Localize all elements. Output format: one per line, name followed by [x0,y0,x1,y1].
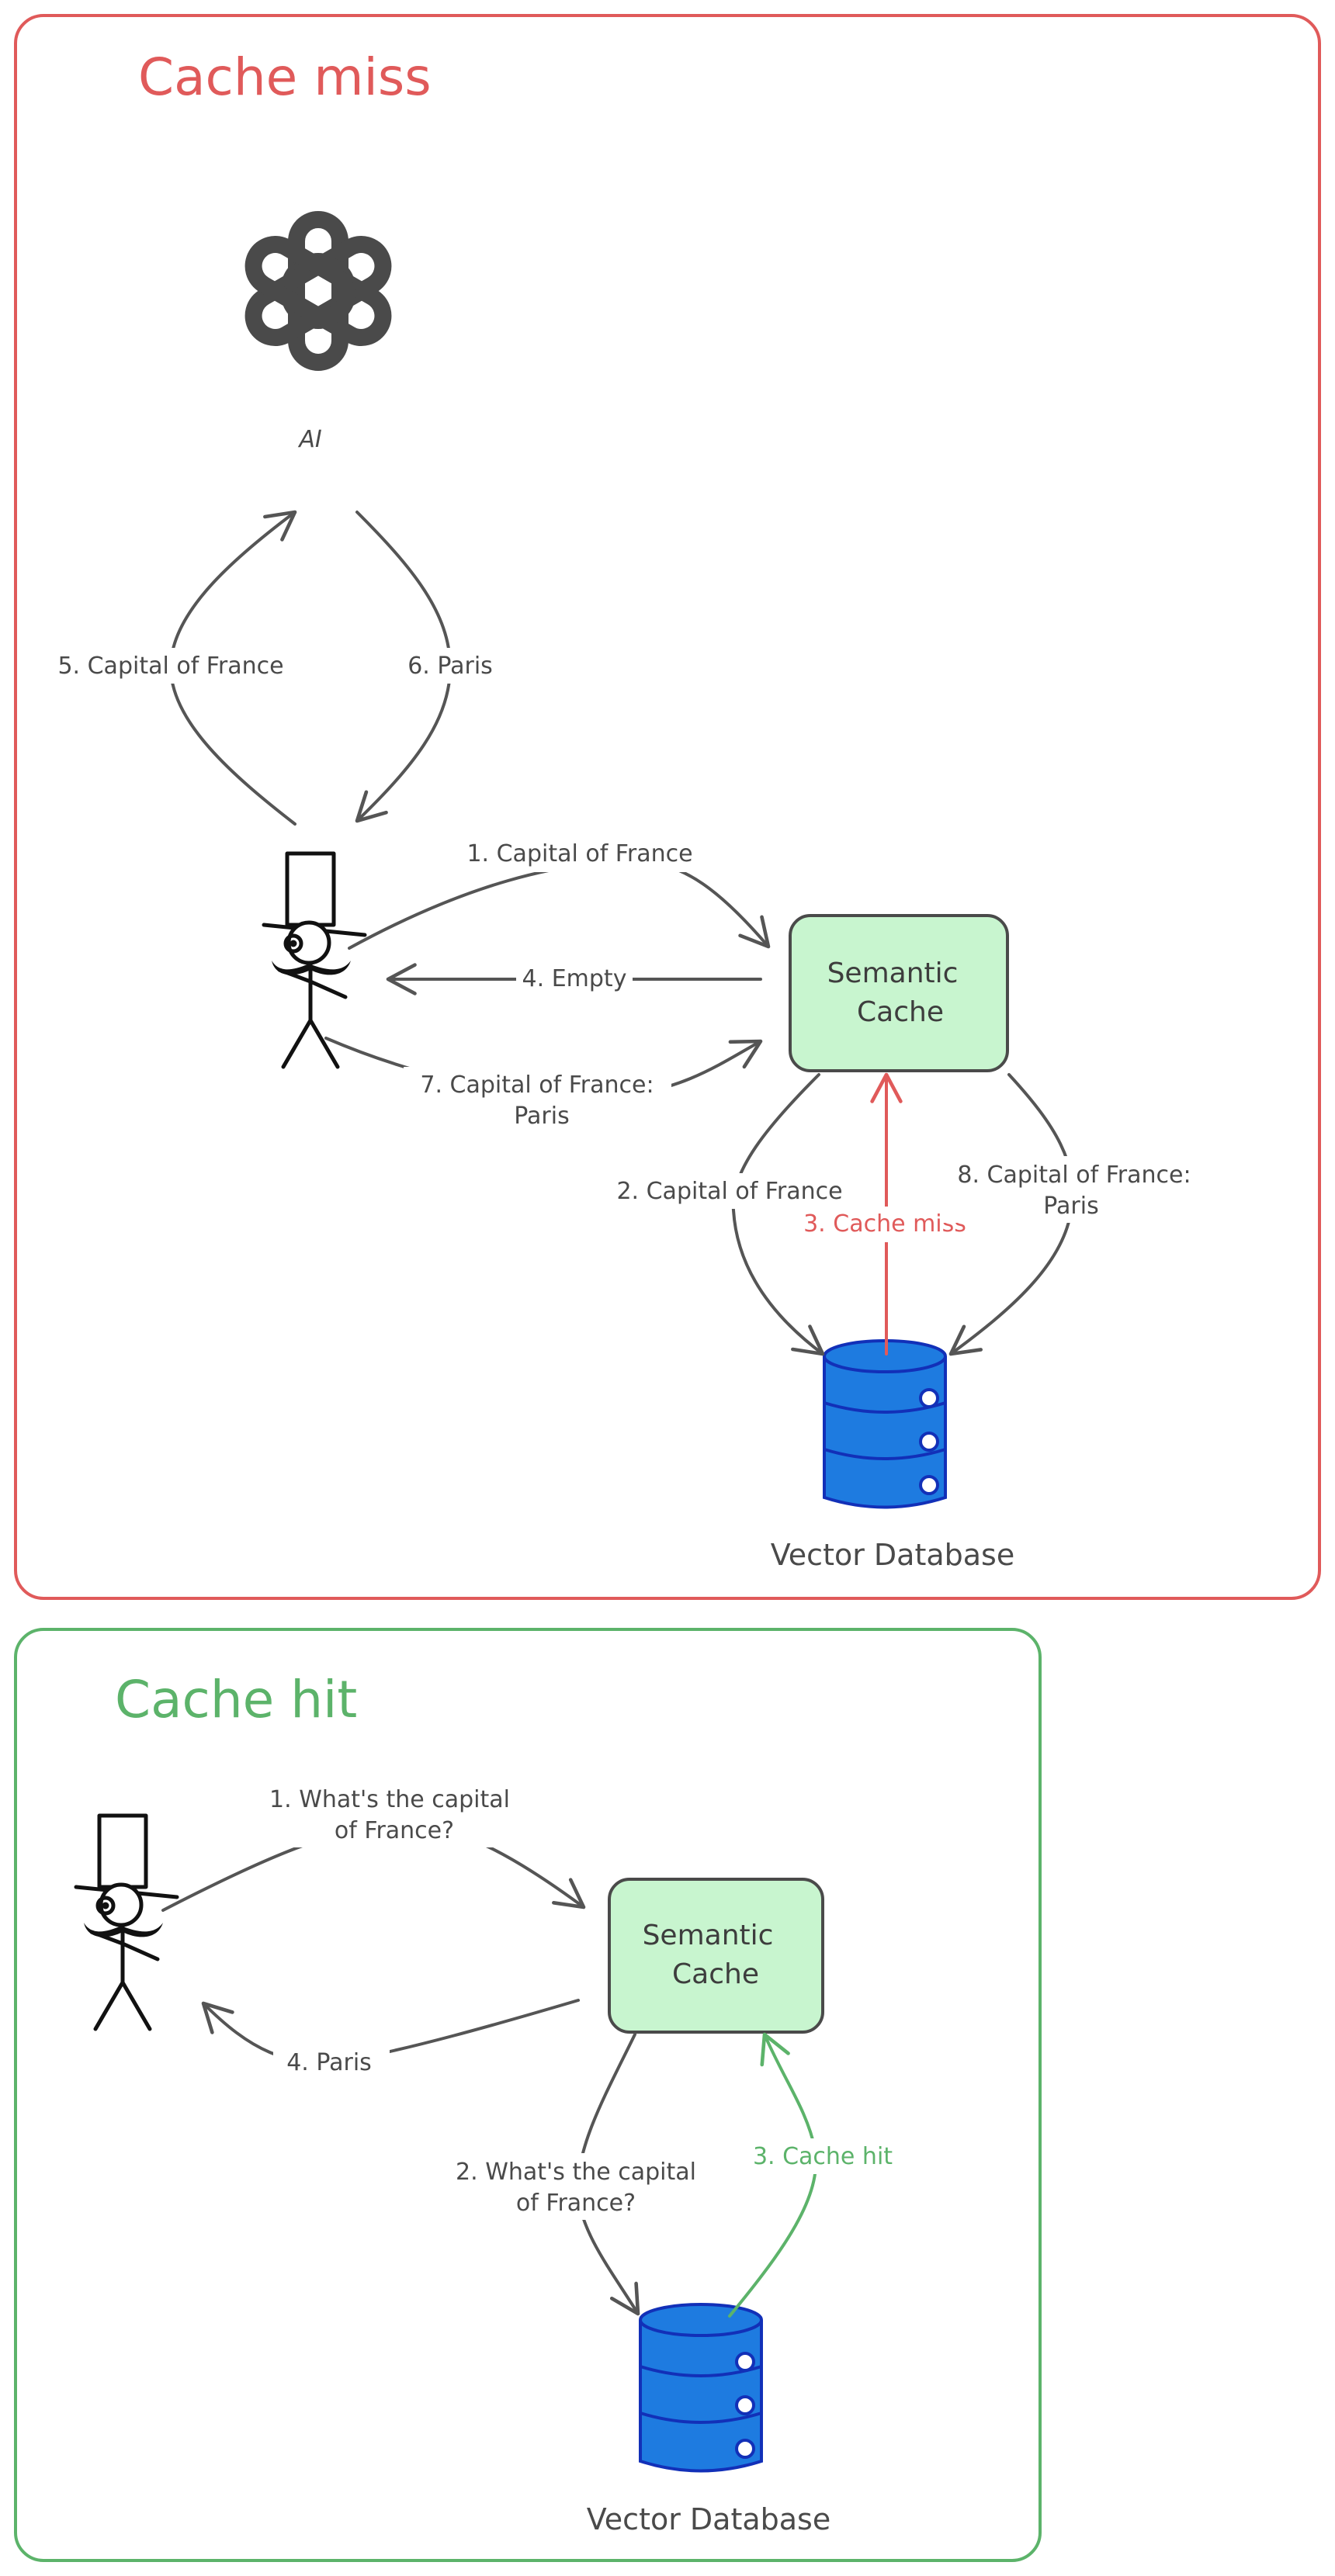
edge-3-cache-hit [728,2032,818,2318]
edge-2-cache-to-db [731,1073,825,1356]
vector-database-label: Vector Database [771,1538,1014,1572]
edge-4-label: 4. Paris [286,2049,372,2076]
edge-6-label-bg [396,648,505,684]
cache-hit-panel: Cache hit Semantic Cache [14,1628,1042,2562]
vector-database-label: Vector Database [587,2502,830,2536]
database-cylinder-icon [823,1339,947,1509]
edge-4-label-bg [516,962,633,996]
edge-4-label-bg [273,2045,390,2081]
edge-2-label-line2: of France? [516,2190,636,2217]
edge-4-label: 4. Empty [522,965,627,992]
edge-1-label-line1: 1. What's the capital [269,1786,510,1813]
edge-7-label-line2: Paris [514,1103,569,1130]
edge-1-label-line2: of France? [335,1817,454,1844]
cache-hit-title: Cache hit [115,1670,357,1729]
edge-4-cache-to-user [201,1999,580,2065]
edge-3-label: 3. Cache miss [803,1210,966,1238]
edge-5-label: 5. Capital of France [57,653,283,680]
edge-7-label-line1: 7. Capital of France: [420,1072,654,1099]
semantic-cache-label-line1: Semantic [643,1920,774,1951]
semantic-cache-label-line2: Cache [672,1958,759,1990]
edge-8-label-line1: 8. Capital of France: [957,1162,1191,1189]
user-icon [74,1813,179,2031]
edge-1-label: 1. Capital of France [466,840,692,867]
edge-2-label-bg [441,2153,713,2220]
semantic-cache-label-line2: Cache [857,996,944,1028]
edge-2-label: 2. Capital of France [616,1178,842,1205]
edge-3-label-bg [741,2138,906,2174]
edge-3-label: 3. Cache hit [753,2143,893,2170]
edge-2-label-line1: 2. What's the capital [456,2159,696,2186]
edge-8-label-bg [941,1156,1212,1223]
edge-5-label-bg [45,648,301,684]
edge-1-label-bg [454,836,706,872]
cache-miss-panel: Cache miss AI [14,14,1321,1600]
edge-8-label-line2: Paris [1043,1193,1098,1220]
semantic-cache-box: Semantic Cache [608,1878,824,2034]
edge-1-user-to-cache [348,860,771,950]
ai-label: AI [297,426,322,453]
cache-miss-frame [14,14,1321,1600]
user-icon [262,851,367,1069]
edge-7-label-bg [404,1067,671,1134]
semantic-cache-box: Semantic Cache [789,914,1009,1072]
edge-1-label-bg [255,1781,526,1847]
edge-2-label-bg [599,1173,859,1209]
edge-6-label: 6. Paris [407,653,493,680]
openai-logo-icon [244,211,392,371]
cache-miss-title: Cache miss [138,47,432,107]
semantic-cache-label-line1: Semantic [827,957,959,989]
cache-hit-frame [14,1628,1042,2562]
database-cylinder-icon [639,2303,763,2473]
